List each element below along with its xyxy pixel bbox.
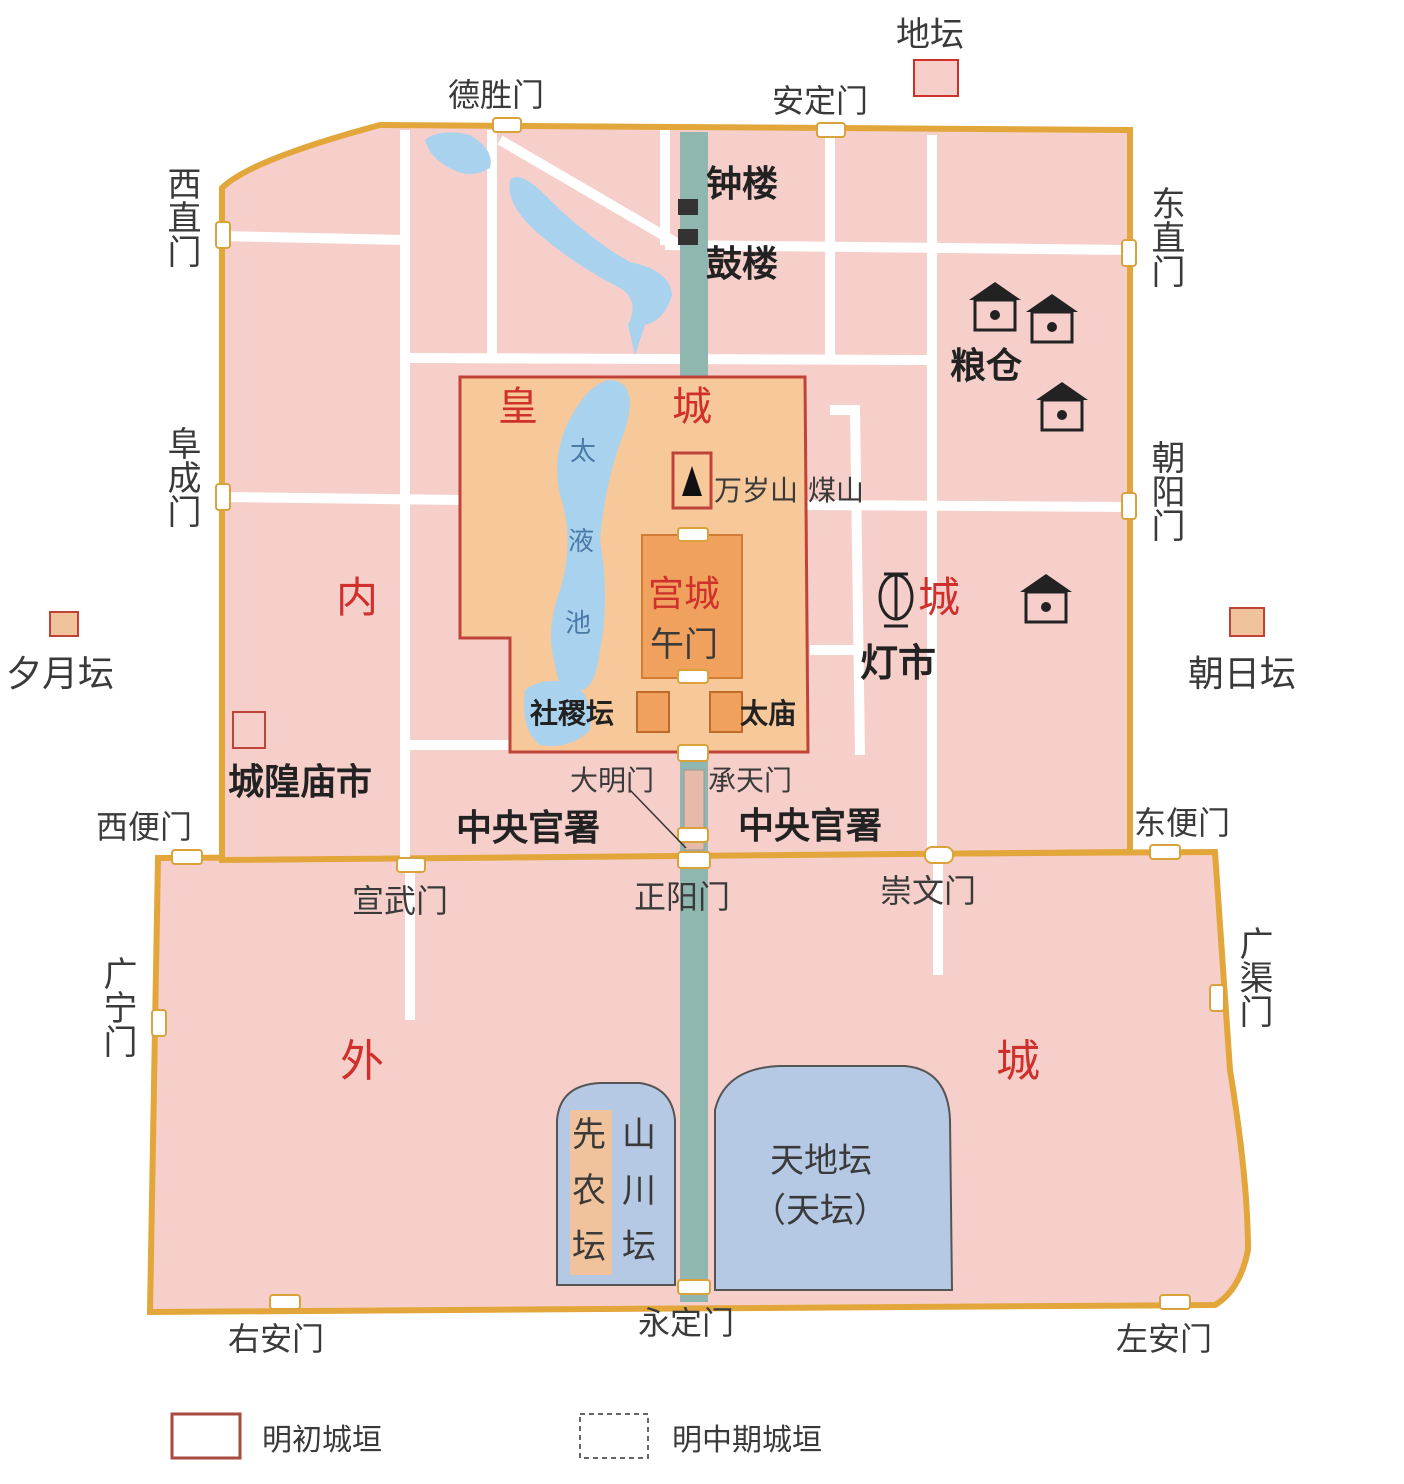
shichahai-lake [509, 177, 672, 355]
place-dengshi: 灯市 [860, 641, 936, 685]
gate-xuanwu: 宣武门 [352, 882, 448, 920]
drum-tower-icon [678, 229, 698, 245]
region-wai: 外 [340, 1036, 384, 1087]
granary-icons [969, 282, 1088, 624]
taiye-char-3: 池 [565, 609, 591, 639]
ritan-icon [1229, 607, 1265, 637]
daming-pointer [629, 789, 687, 849]
taiye-char-2: 液 [568, 527, 594, 557]
place-meishan: 煤山 [808, 474, 864, 507]
yuetan-icon [49, 611, 79, 637]
place-chenghuang: 城隍庙市 [228, 762, 372, 803]
gate-xibian: 西便门 [96, 808, 192, 846]
shanchuan-char-3: 坛 [622, 1227, 656, 1267]
legend-early-swatch [170, 1412, 242, 1460]
altar-tian: （天坛） [752, 1191, 888, 1231]
taiye-lake [551, 380, 630, 693]
region-waicheng: 城 [996, 1036, 1040, 1087]
place-liangcang: 粮仓 [950, 346, 1022, 387]
imperial-city-area [458, 375, 810, 754]
place-gulou: 鼓楼 [706, 244, 778, 285]
place-guanshu-east: 中央官署 [738, 806, 882, 847]
legend-mid-label: 明中期城垣 [672, 1423, 822, 1458]
gate-dongbian: 东便门 [1134, 804, 1230, 842]
region-gongcheng: 宫城 [648, 574, 720, 615]
gate-markers [151, 117, 1225, 1310]
altar-ri: 朝日坛 [1188, 654, 1296, 695]
xiannong-char-3: 坛 [572, 1227, 606, 1267]
gate-daming: 大明门 [570, 764, 654, 797]
lantern-icon [878, 572, 914, 628]
region-nei: 内 [336, 573, 378, 622]
shanchuan-char-1: 山 [622, 1115, 656, 1155]
gate-chengtian: 承天门 [708, 764, 792, 797]
place-zhonglou: 钟楼 [706, 164, 778, 205]
gate-zuoan: 左安门 [1116, 1320, 1212, 1358]
temple-of-heaven [714, 1065, 954, 1291]
altar-sheji: 社稷坛 [530, 697, 614, 730]
xiannong-char-1: 先 [572, 1115, 606, 1155]
taiye-char-1: 太 [570, 437, 596, 467]
legend-mid-swatch [579, 1413, 649, 1459]
gate-youan: 右安门 [228, 1320, 324, 1358]
ditan-square [913, 59, 959, 97]
north-lake [425, 132, 491, 174]
gate-yongding: 永定门 [638, 1304, 734, 1342]
chenghuang-square [232, 711, 266, 749]
region-neicheng: 城 [918, 573, 960, 622]
shanchuan-char-2: 川 [622, 1171, 656, 1211]
xiannong-char-2: 农 [572, 1171, 606, 1211]
sheji-altar [636, 691, 670, 733]
region-huangcheng: 城 [672, 384, 712, 430]
altar-tiandi: 天地坛 [770, 1141, 872, 1181]
altar-taimiao: 太庙 [740, 697, 796, 730]
legend-early-label: 明初城垣 [262, 1423, 382, 1458]
altar-yue: 夕月坛 [6, 654, 114, 695]
gate-wu: 午门 [650, 625, 718, 665]
region-huang: 皇 [498, 384, 538, 430]
gate-desheng: 德胜门 [448, 76, 544, 114]
gate-zhengyang: 正阳门 [634, 878, 730, 916]
place-guanshu-west: 中央官署 [456, 808, 600, 849]
gate-chongwen: 崇文门 [880, 872, 976, 910]
taimiao-temple [709, 691, 743, 733]
bell-tower-icon [678, 199, 698, 215]
roads [221, 130, 1131, 1020]
altar-di: 地坛 [896, 15, 964, 55]
gate-anding: 安定门 [772, 82, 868, 120]
place-wansuishan: 万岁山 [714, 474, 798, 507]
